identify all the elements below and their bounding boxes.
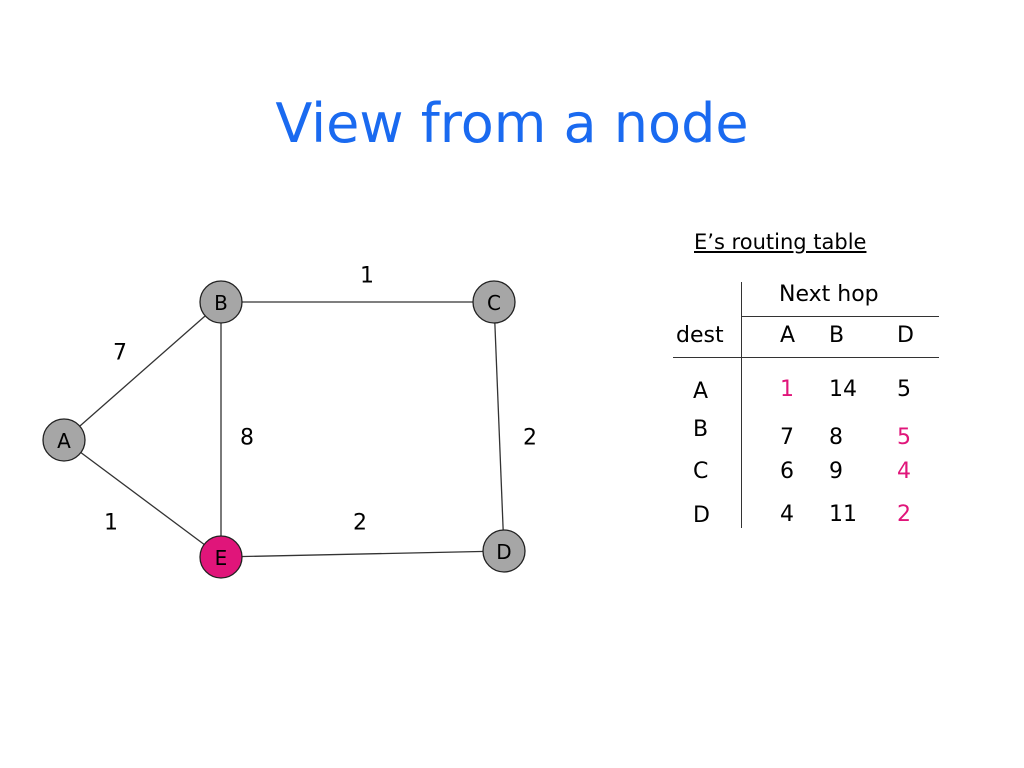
node-c-label: C xyxy=(487,291,501,315)
weight-c-d: 2 xyxy=(523,426,537,451)
node-e-label: E xyxy=(215,546,228,570)
row-c-dest: C xyxy=(693,459,709,484)
edge-a-e xyxy=(63,439,222,558)
weight-a-e: 1 xyxy=(104,511,118,536)
edge-e-d xyxy=(220,550,505,558)
table-vertical-rule xyxy=(741,282,742,528)
row-a-via-d: 5 xyxy=(897,377,911,402)
edge-a-b xyxy=(63,301,222,441)
node-c-circle xyxy=(472,280,516,324)
node-d-label: D xyxy=(496,540,511,564)
next-hop-header: Next hop xyxy=(779,282,879,307)
node-b-label: B xyxy=(214,291,228,315)
node-c: C xyxy=(472,280,516,324)
edge-c-d xyxy=(493,301,505,552)
node-b-circle xyxy=(199,280,243,324)
row-b-via-a: 7 xyxy=(780,425,794,450)
row-a-via-a: 1 xyxy=(780,377,794,402)
row-c-via-a: 6 xyxy=(780,459,794,484)
node-e: E xyxy=(199,535,243,579)
row-d-via-d: 2 xyxy=(897,502,911,527)
row-c-via-b: 9 xyxy=(829,459,843,484)
node-b: B xyxy=(199,280,243,324)
node-a: A xyxy=(42,418,86,462)
row-c-via-d: 4 xyxy=(897,459,911,484)
node-d: D xyxy=(482,529,526,573)
slide-title: View from a node xyxy=(275,92,749,155)
routing-table-title: E’s routing table xyxy=(694,230,867,254)
hop-col-a: A xyxy=(780,323,796,348)
hop-col-d: D xyxy=(897,323,914,348)
row-d-via-b: 11 xyxy=(829,502,857,527)
table-header-rule-top xyxy=(741,316,939,317)
table-header-rule-bottom xyxy=(673,357,939,358)
row-b-dest: B xyxy=(693,417,709,442)
row-a-dest: A xyxy=(693,379,709,404)
weight-b-e: 8 xyxy=(240,426,254,451)
weight-e-d: 2 xyxy=(353,511,367,536)
row-d-via-a: 4 xyxy=(780,502,794,527)
weight-b-c: 1 xyxy=(360,264,374,289)
row-b-via-b: 8 xyxy=(829,425,843,450)
dest-header: dest xyxy=(676,323,724,348)
row-d-dest: D xyxy=(693,503,710,528)
node-d-circle xyxy=(482,529,526,573)
node-a-label: A xyxy=(57,429,71,453)
row-a-via-b: 14 xyxy=(829,377,857,402)
node-e-circle xyxy=(199,535,243,579)
hop-col-b: B xyxy=(829,323,845,348)
node-a-circle xyxy=(42,418,86,462)
weight-a-b: 7 xyxy=(113,341,127,366)
row-b-via-d: 5 xyxy=(897,425,911,450)
